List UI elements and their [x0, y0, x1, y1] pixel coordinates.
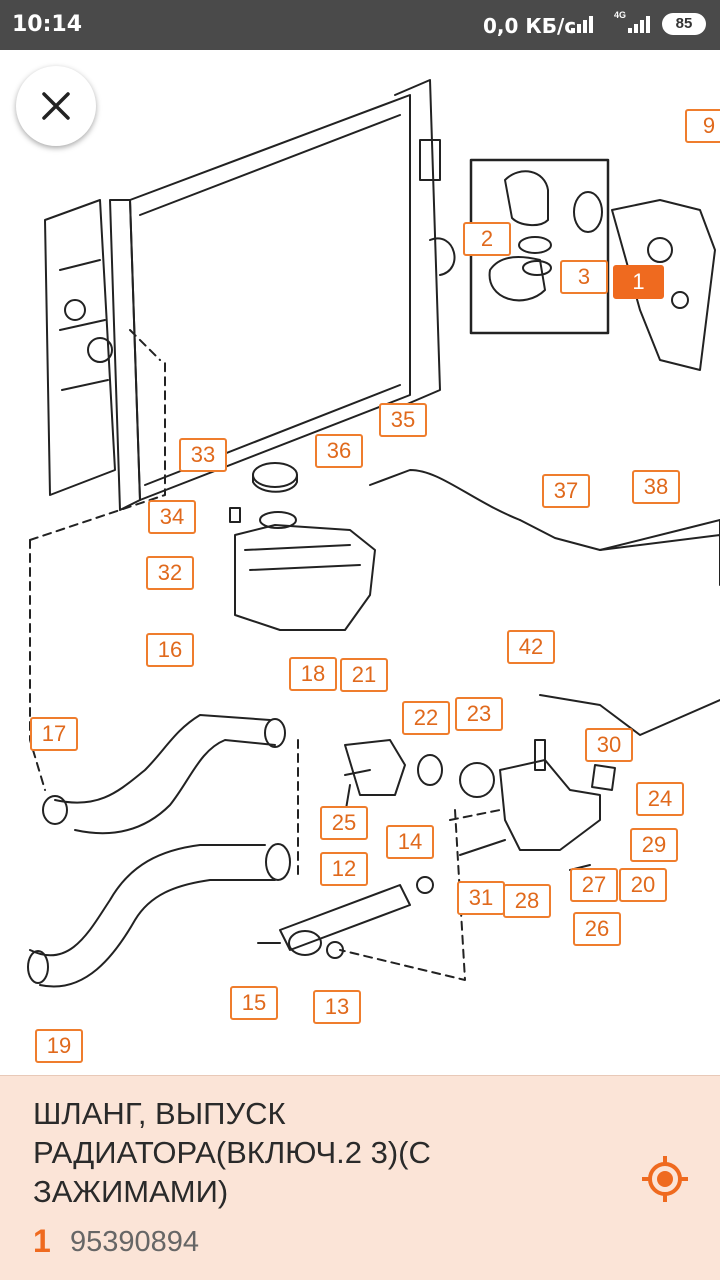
callout-15[interactable]: 15	[230, 986, 278, 1020]
callout-34[interactable]: 34	[148, 500, 196, 534]
callout-13[interactable]: 13	[313, 990, 361, 1024]
callout-31[interactable]: 31	[457, 881, 505, 915]
callout-17[interactable]: 17	[30, 717, 78, 751]
callout-3[interactable]: 3	[560, 260, 608, 294]
status-bar: 10:14 0,0 КБ/с 4G 85	[0, 0, 720, 50]
callout-1[interactable]: 1	[613, 265, 664, 299]
callout-27[interactable]: 27	[570, 868, 618, 902]
cell-signal-icon	[628, 16, 650, 33]
callout-37[interactable]: 37	[542, 474, 590, 508]
battery-indicator: 85	[662, 13, 706, 35]
network-speed: 0,0 КБ/с	[483, 14, 577, 38]
callout-28[interactable]: 28	[503, 884, 551, 918]
callout-16[interactable]: 16	[146, 633, 194, 667]
callout-29[interactable]: 29	[630, 828, 678, 862]
callout-21[interactable]: 21	[340, 658, 388, 692]
callout-9[interactable]: 9	[685, 109, 720, 143]
part-info-panel: ШЛАНГ, ВЫПУСК РАДИАТОРА(ВКЛЮЧ.2 3)(С ЗАЖ…	[0, 1075, 720, 1280]
wifi-signal-icon	[571, 16, 593, 33]
callout-25[interactable]: 25	[320, 806, 368, 840]
callout-24[interactable]: 24	[636, 782, 684, 816]
target-icon[interactable]	[640, 1154, 690, 1204]
callout-35[interactable]: 35	[379, 403, 427, 437]
network-type: 4G	[614, 10, 627, 20]
callout-14[interactable]: 14	[386, 825, 434, 859]
part-quantity: 1	[33, 1223, 51, 1259]
callout-19[interactable]: 19	[35, 1029, 83, 1063]
callout-36[interactable]: 36	[315, 434, 363, 468]
callout-30[interactable]: 30	[585, 728, 633, 762]
callout-18[interactable]: 18	[289, 657, 337, 691]
callout-23[interactable]: 23	[455, 697, 503, 731]
callout-12[interactable]: 12	[320, 852, 368, 886]
callout-2[interactable]: 2	[463, 222, 511, 256]
part-title: ШЛАНГ, ВЫПУСК РАДИАТОРА(ВКЛЮЧ.2 3)(С ЗАЖ…	[33, 1096, 431, 1209]
callout-32[interactable]: 32	[146, 556, 194, 590]
callout-33[interactable]: 33	[179, 438, 227, 472]
close-button[interactable]	[16, 66, 96, 146]
callout-38[interactable]: 38	[632, 470, 680, 504]
callout-42[interactable]: 42	[507, 630, 555, 664]
parts-diagram[interactable]: 1 2 3 9 12 13 14 15 16 17 18 19 20 21 22…	[0, 50, 720, 1075]
callout-20[interactable]: 20	[619, 868, 667, 902]
part-number: 95390894	[70, 1226, 200, 1258]
callout-26[interactable]: 26	[573, 912, 621, 946]
callout-22[interactable]: 22	[402, 701, 450, 735]
close-icon	[42, 92, 70, 120]
status-time: 10:14	[12, 12, 83, 37]
